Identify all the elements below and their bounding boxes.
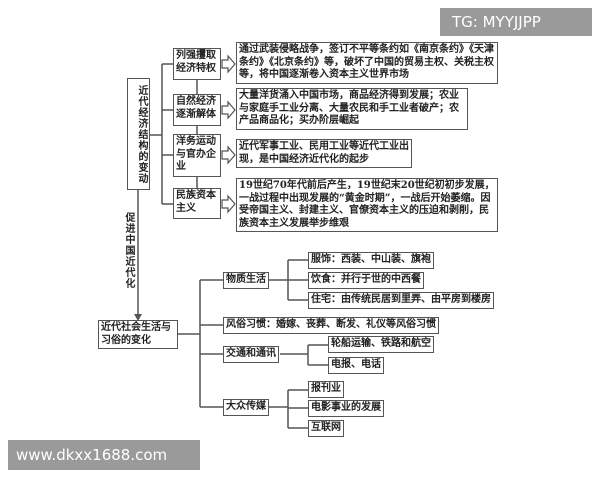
customs: 风俗习惯：婚嫁、丧葬、断发、礼仪等风俗习惯 [223, 317, 439, 334]
media-item: 互联网 [308, 420, 344, 437]
link-label: 促进中国近代化 [123, 212, 134, 289]
watermark-bottom: www.dkxx1688.com [8, 440, 200, 470]
economy-item-title: 洋务运动与官办企业 [173, 134, 221, 177]
economy-item-detail: 通过武装侵略战争，签订不平等条约如《南京条约》《天津条约》《北京条约》等，破坏了… [236, 42, 498, 84]
economy-item-title: 民族资本主义 [173, 188, 221, 219]
transport-title: 交通和通讯 [223, 346, 279, 363]
economy-item-title: 列强攫取经济特权 [173, 48, 221, 80]
media-item: 报刊业 [308, 381, 344, 398]
transport-item: 轮船运输、铁路和航空 [328, 336, 434, 353]
material-item: 住宅：由传统民居到里弄、由平房到楼房 [308, 292, 494, 309]
economy-item-title: 自然经济逐渐解体 [173, 94, 221, 126]
material-title: 物质生活 [223, 272, 269, 289]
economy-item-detail: 近代军事工业、民用工业等近代工业出现，是中国经济近代化的起步 [236, 139, 412, 168]
economy-root: 近代经济结构的变动 [127, 78, 150, 190]
economy-item-detail: 19世纪70年代前后产生，19世纪末20世纪初初步发展，一战过程中出现发展的“黄… [236, 178, 498, 232]
material-item: 服饰：西装、中山装、旗袍 [308, 252, 434, 269]
watermark-top: TG: MYYJJPP [440, 8, 592, 36]
economy-item-detail: 大量洋货涌入中国市场，商品经济得到发展；农业与家庭手工业分离、大量农民和手工业者… [236, 88, 468, 130]
material-item: 饮食：并行于世的中西餐 [308, 272, 424, 289]
transport-item: 电报、电话 [328, 357, 384, 374]
society-root: 近代社会生活与习俗的变化 [98, 320, 178, 349]
media-item: 电影事业的发展 [308, 400, 384, 417]
media-title: 大众传媒 [223, 399, 269, 416]
